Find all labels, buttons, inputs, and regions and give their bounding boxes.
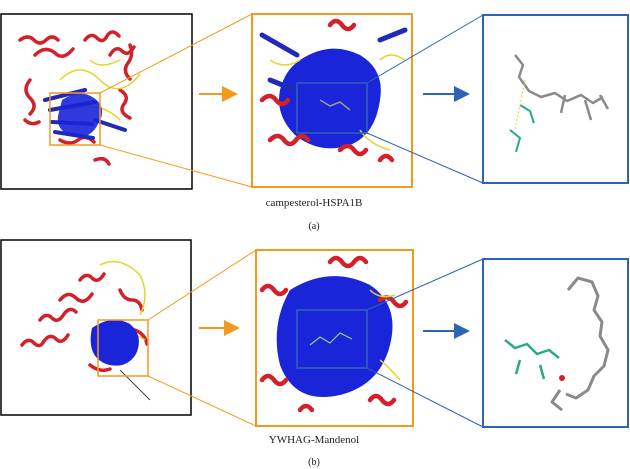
zoom-image-a2 xyxy=(482,14,629,184)
overview-image-a xyxy=(0,13,193,190)
panel-a-label: (a) xyxy=(308,221,319,232)
zoom-image-b2 xyxy=(482,258,629,428)
panel-b-caption: YWHAG-Mandenol xyxy=(269,434,359,446)
overview-image-b xyxy=(0,239,192,416)
panel-b: YWHAG-Mandenol (b) xyxy=(0,239,629,468)
panel-a: campesterol-HSPA1B (a) xyxy=(0,13,629,232)
panel-b-label: (b) xyxy=(308,457,320,468)
panel-a-caption: campesterol-HSPA1B xyxy=(266,197,363,209)
zoom-image-b1 xyxy=(255,249,414,427)
zoom-image-a1 xyxy=(251,13,413,188)
